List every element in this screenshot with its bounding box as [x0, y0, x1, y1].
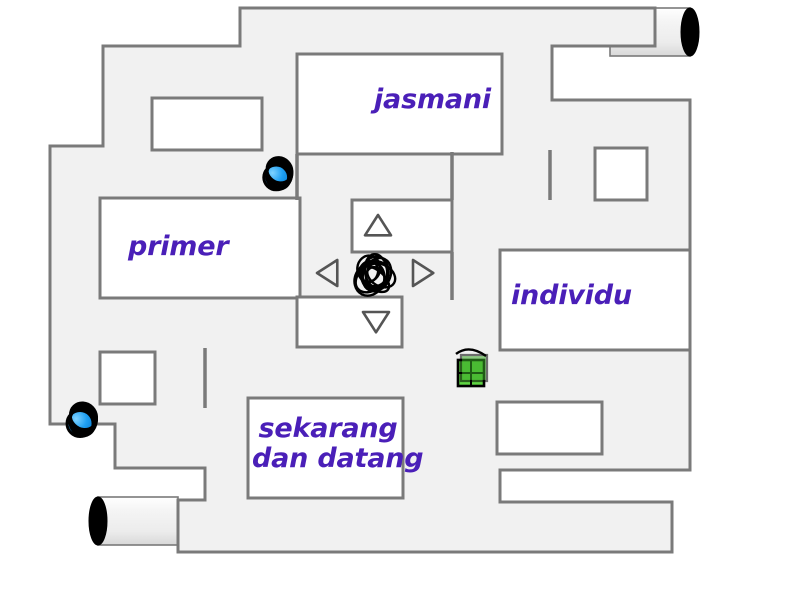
maze-label-primer: primer: [128, 231, 229, 262]
room-down-button: [295, 295, 404, 349]
rooms-layer: [98, 52, 692, 500]
triangle-down-icon[interactable]: [361, 310, 391, 334]
room-up-button: [350, 198, 454, 254]
interior-walls-layer: [203, 150, 552, 408]
room-sekarang: [246, 396, 405, 500]
sprites-layer: [65, 156, 489, 439]
room-bottom-right: [495, 400, 604, 456]
maze-label-sekarang: sekarang dan datang: [252, 413, 424, 475]
direction-controls[interactable]: [315, 213, 435, 334]
pipe-exit-bottom-left: [88, 496, 179, 546]
room-jasmani: [295, 52, 504, 156]
ball-item-sprite: [65, 401, 99, 439]
room-top-left: [150, 96, 264, 152]
room-individu: [498, 248, 692, 352]
player-sprite[interactable]: [349, 252, 400, 301]
triangle-up-icon[interactable]: [363, 213, 393, 237]
crate-item-sprite: [455, 348, 489, 388]
ball-item-sprite: [262, 156, 294, 192]
maze-label-jasmani: jasmani: [374, 84, 491, 115]
room-small-left: [98, 350, 157, 406]
triangle-right-icon[interactable]: [411, 258, 435, 288]
room-small-right: [593, 146, 649, 202]
maze-label-individu: individu: [511, 280, 632, 311]
room-primer: [98, 196, 302, 300]
triangle-left-icon[interactable]: [315, 258, 339, 288]
